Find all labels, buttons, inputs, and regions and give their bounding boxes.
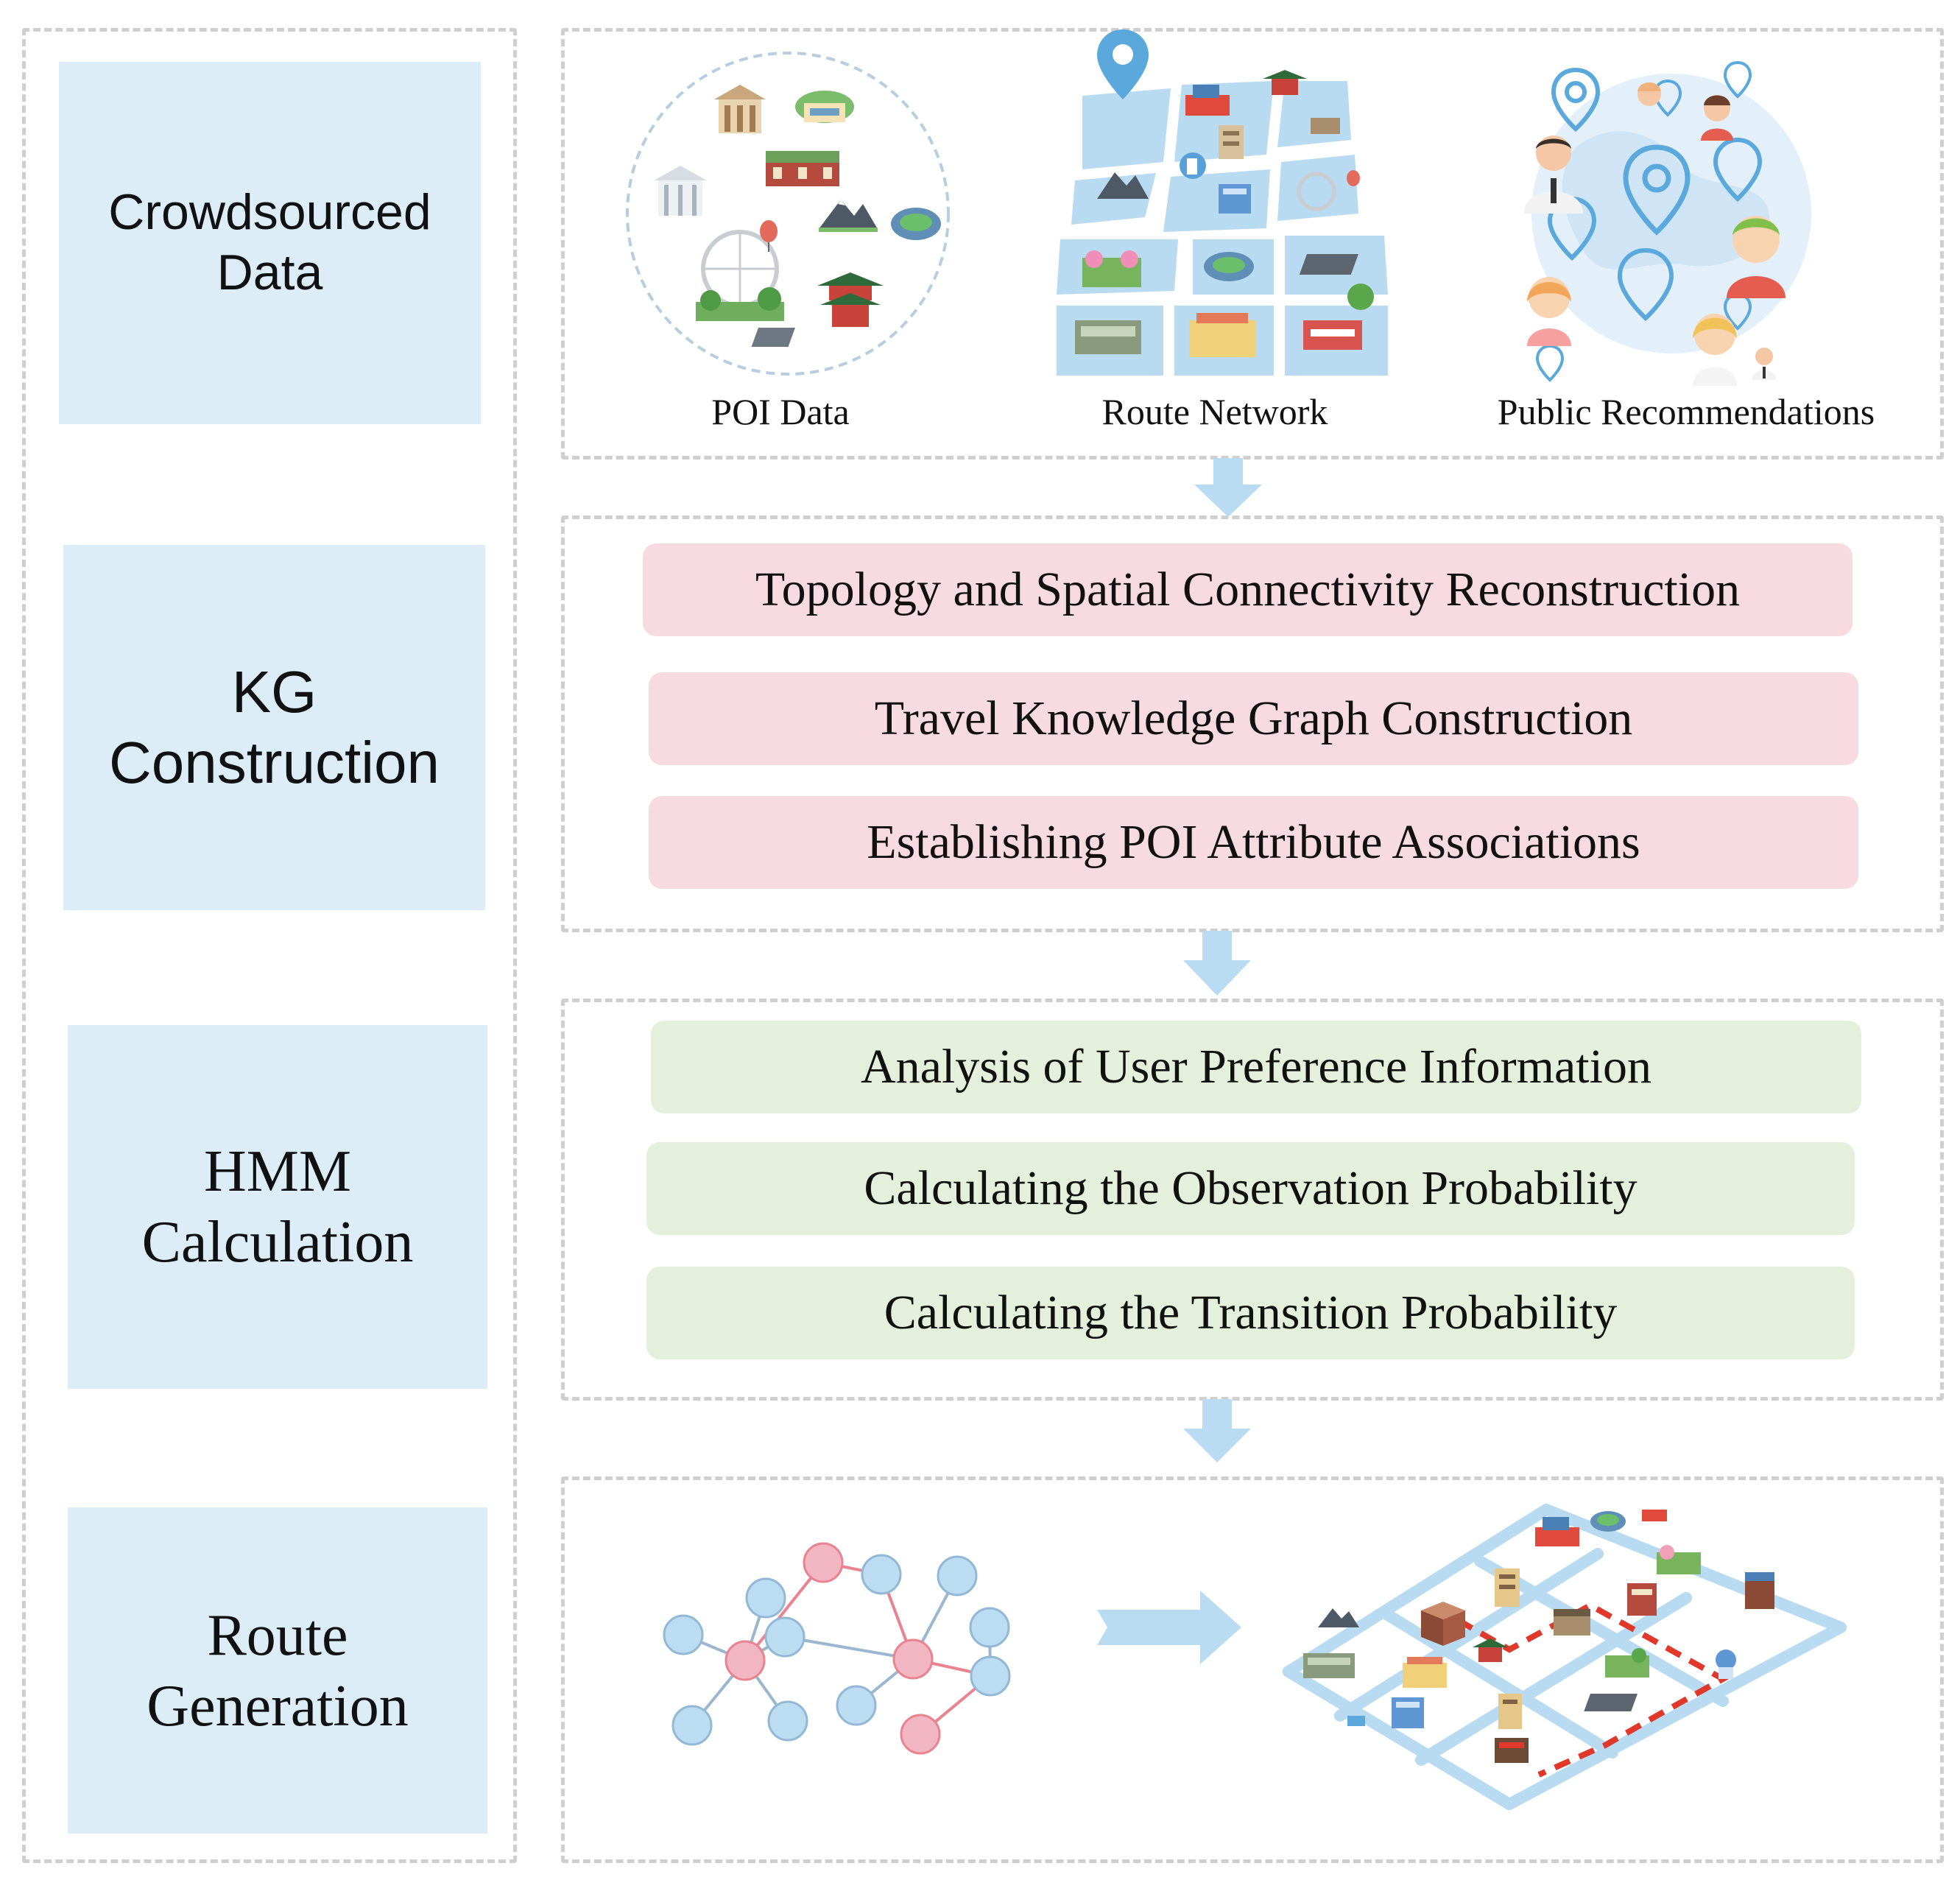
apartment-icon (1219, 125, 1244, 159)
hmm-step-observation-probability: Calculating the Observation Probability (646, 1142, 1855, 1235)
route-map-illustration (1283, 1504, 1847, 1810)
balloon-icon (760, 220, 778, 252)
stage-label-line: Route (207, 1602, 348, 1668)
harbor-icon (1185, 85, 1230, 116)
stage-label-line: Generation (147, 1673, 409, 1739)
right-arrow-icon (1097, 1591, 1241, 1664)
person-icon (1701, 95, 1733, 141)
stage-crowdsourced-data: Crowdsourced Data (59, 62, 481, 424)
location-pin-icon (1623, 144, 1691, 236)
kg-panel (561, 515, 1944, 932)
stage-label-line: Calculation (141, 1210, 414, 1275)
down-arrow-icon (1183, 931, 1251, 996)
down-arrow-icon (1194, 458, 1262, 517)
warehouse-icon (1311, 118, 1340, 134)
kg-step-poi-attributes: Establishing POI Attribute Associations (649, 796, 1858, 889)
hmm-step-transition-probability: Calculating the Transition Probability (646, 1267, 1855, 1359)
down-arrow-icon (1183, 1399, 1251, 1462)
public-recommendations-caption: Public Recommendations (1497, 391, 1875, 432)
stadium-icon (1590, 1511, 1626, 1532)
stage-label-line: Data (216, 244, 323, 300)
route-network-caption: Route Network (1101, 391, 1328, 432)
office-icon (1219, 184, 1251, 214)
route-network-illustration (1057, 29, 1388, 376)
market-icon (1189, 313, 1255, 357)
park-icon (1605, 1648, 1649, 1677)
stage-kg-construction: KG Construction (63, 545, 485, 910)
ferris-wheel-icon (1297, 170, 1360, 211)
person-icon (1524, 135, 1583, 214)
poi-data-illustration (626, 52, 950, 376)
station-icon (766, 151, 839, 186)
tree-icon (1347, 284, 1374, 310)
public-recommendations-illustration (1524, 60, 1811, 386)
ferris-wheel-icon (696, 230, 784, 321)
stage-label-line: Crowdsourced (108, 184, 431, 241)
pagoda-icon (1263, 70, 1307, 95)
mountain-icon (819, 200, 878, 232)
kg-step-topology: Topology and Spatial Connectivity Recons… (643, 543, 1853, 636)
hall-icon (654, 166, 707, 216)
stage-route-generation: Route Generation (68, 1507, 487, 1834)
hmm-step-user-preference: Analysis of User Preference Information (651, 1021, 1861, 1113)
person-icon (1638, 82, 1661, 106)
apartment-icon (1421, 1602, 1465, 1646)
location-pin-icon (1551, 67, 1601, 133)
tower-icon (1498, 1694, 1522, 1729)
poi-data-caption: POI Data (711, 391, 850, 432)
car-icon (1347, 1716, 1365, 1726)
lab-icon (1180, 152, 1206, 179)
route-path (1456, 1602, 1730, 1778)
market-icon (1403, 1657, 1447, 1688)
route-panel (561, 1476, 1944, 1863)
stadium-icon (891, 208, 941, 240)
mountain-icon (1318, 1608, 1359, 1627)
temple-icon (714, 85, 766, 133)
harbor-icon (1535, 1517, 1579, 1546)
museum-icon (795, 91, 854, 123)
person-icon (1527, 277, 1571, 346)
robot-icon (1716, 1650, 1736, 1679)
house-icon (1745, 1572, 1774, 1609)
stage-hmm-calculation: HMM Calculation (68, 1025, 487, 1389)
station-icon (1075, 320, 1141, 354)
stage-label-line: HMM (203, 1139, 352, 1204)
person-icon (1752, 348, 1776, 380)
person-icon (1727, 216, 1785, 298)
warehouse-icon (1554, 1609, 1590, 1636)
stadium-icon (1204, 252, 1254, 281)
stage-label-line: KG (231, 659, 317, 725)
kg-step-travel-kg: Travel Knowledge Graph Construction (649, 672, 1858, 765)
crowdsourced-panel (561, 28, 1944, 460)
stage-column-frame (22, 28, 517, 1863)
park-icon (1657, 1545, 1701, 1574)
bus-icon (1642, 1510, 1667, 1521)
train-icon (1299, 254, 1358, 275)
pagoda-icon (817, 272, 884, 327)
office-icon (1392, 1697, 1424, 1728)
stage-label-line: Construction (108, 730, 440, 795)
mountain-icon (1097, 172, 1149, 199)
location-pin-icon (1097, 29, 1149, 99)
shop-icon (1495, 1738, 1529, 1763)
person-icon (1693, 314, 1737, 386)
pagoda-icon (1473, 1638, 1508, 1662)
location-pin-icon (1535, 292, 1752, 382)
park-icon (1082, 250, 1141, 287)
shop-icon (1627, 1583, 1657, 1616)
tower-icon (1495, 1569, 1520, 1607)
knowledge-graph-network (663, 1542, 1011, 1755)
hmm-panel (561, 999, 1944, 1401)
station-icon (1303, 1653, 1355, 1678)
shop-icon (1303, 320, 1362, 350)
train-icon (1584, 1694, 1638, 1711)
train-icon (751, 328, 795, 347)
